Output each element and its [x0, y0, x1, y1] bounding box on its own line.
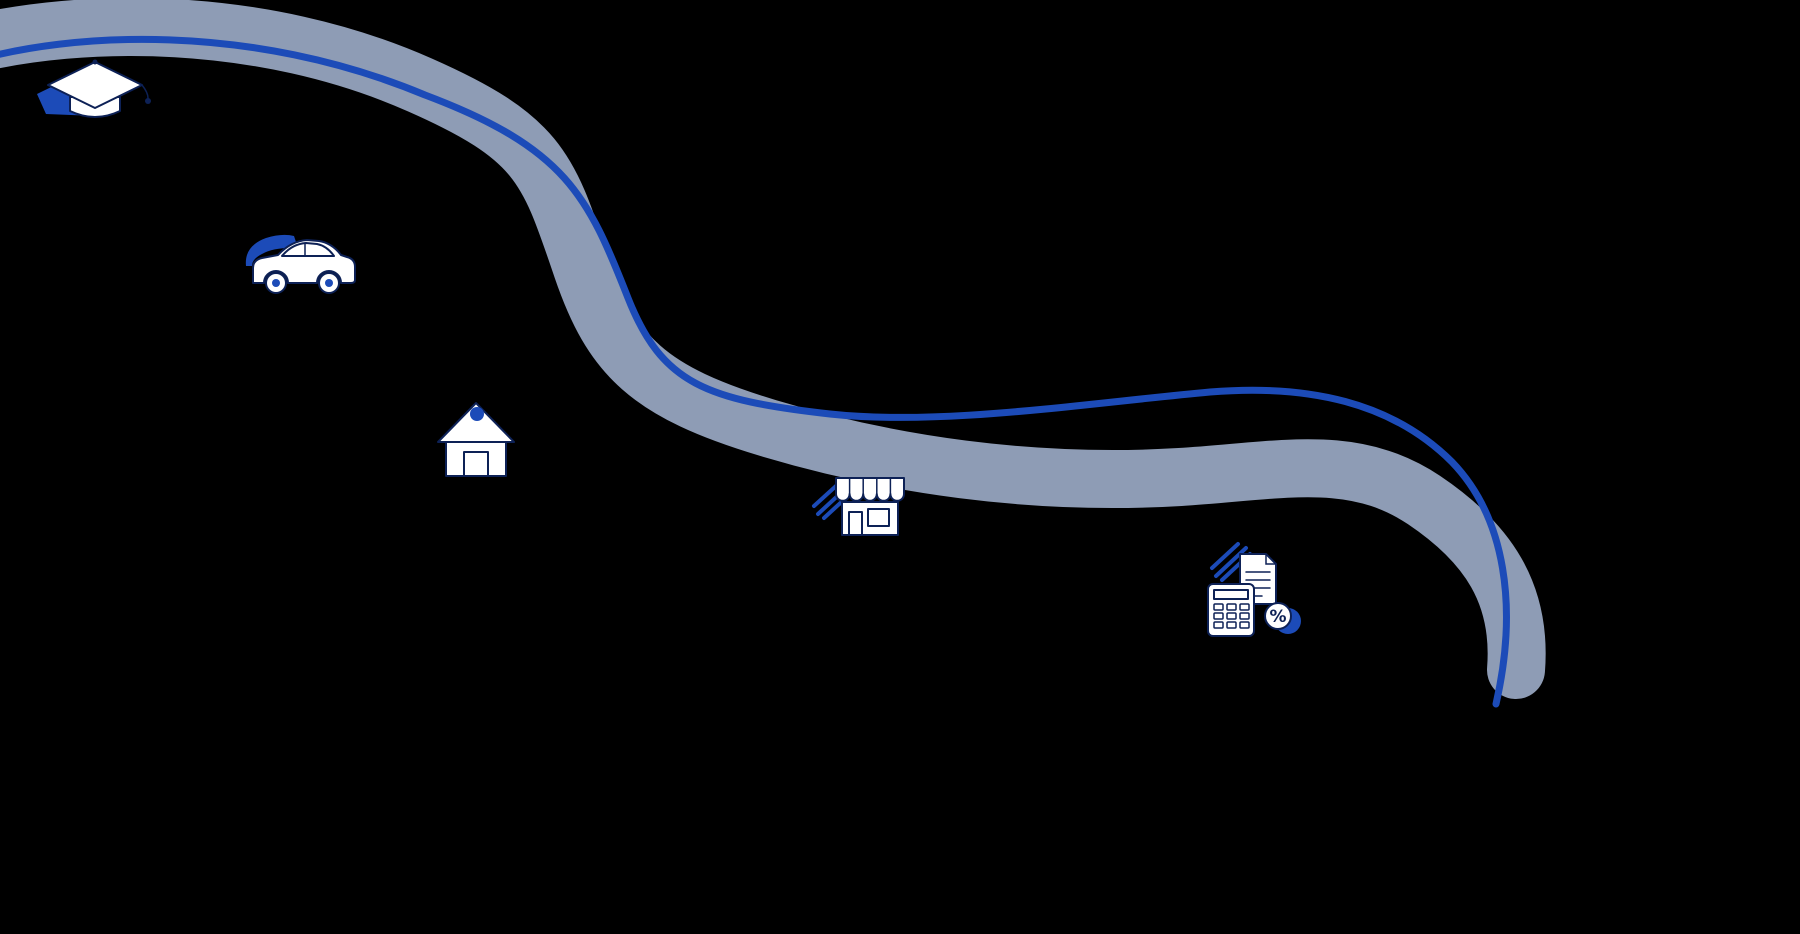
car-icon [245, 234, 356, 294]
document-fold [1265, 553, 1277, 565]
calculator-display [1213, 589, 1249, 600]
storefront-door [848, 511, 863, 536]
storefront-icon [812, 477, 905, 536]
storefront-window [867, 508, 890, 527]
storefront-awning-stripes [848, 478, 892, 495]
car-wheel-rear-hub [272, 279, 280, 287]
house-icon [437, 402, 515, 477]
graduation-cap-tassel [141, 84, 149, 99]
car-window [281, 242, 335, 257]
percent-symbol: % [1269, 607, 1286, 627]
house-walls [445, 439, 507, 477]
percent-badge [1264, 602, 1292, 630]
house-roof [437, 402, 515, 443]
car-wheel-front-hub [325, 279, 333, 287]
car-shadow [245, 234, 298, 266]
calculator-document-percent-icon: % [1207, 542, 1301, 637]
calculator-buttons [1213, 603, 1250, 629]
road-accent-line [0, 35, 1510, 708]
graduation-cap-tassel-end [145, 98, 151, 104]
road-band [0, 0, 1546, 699]
house-door [463, 451, 489, 477]
storefront-awning [835, 477, 905, 502]
house-window-dot [470, 407, 484, 421]
graduation-cap-icon [37, 59, 151, 118]
graduation-cap-button [92, 59, 98, 65]
